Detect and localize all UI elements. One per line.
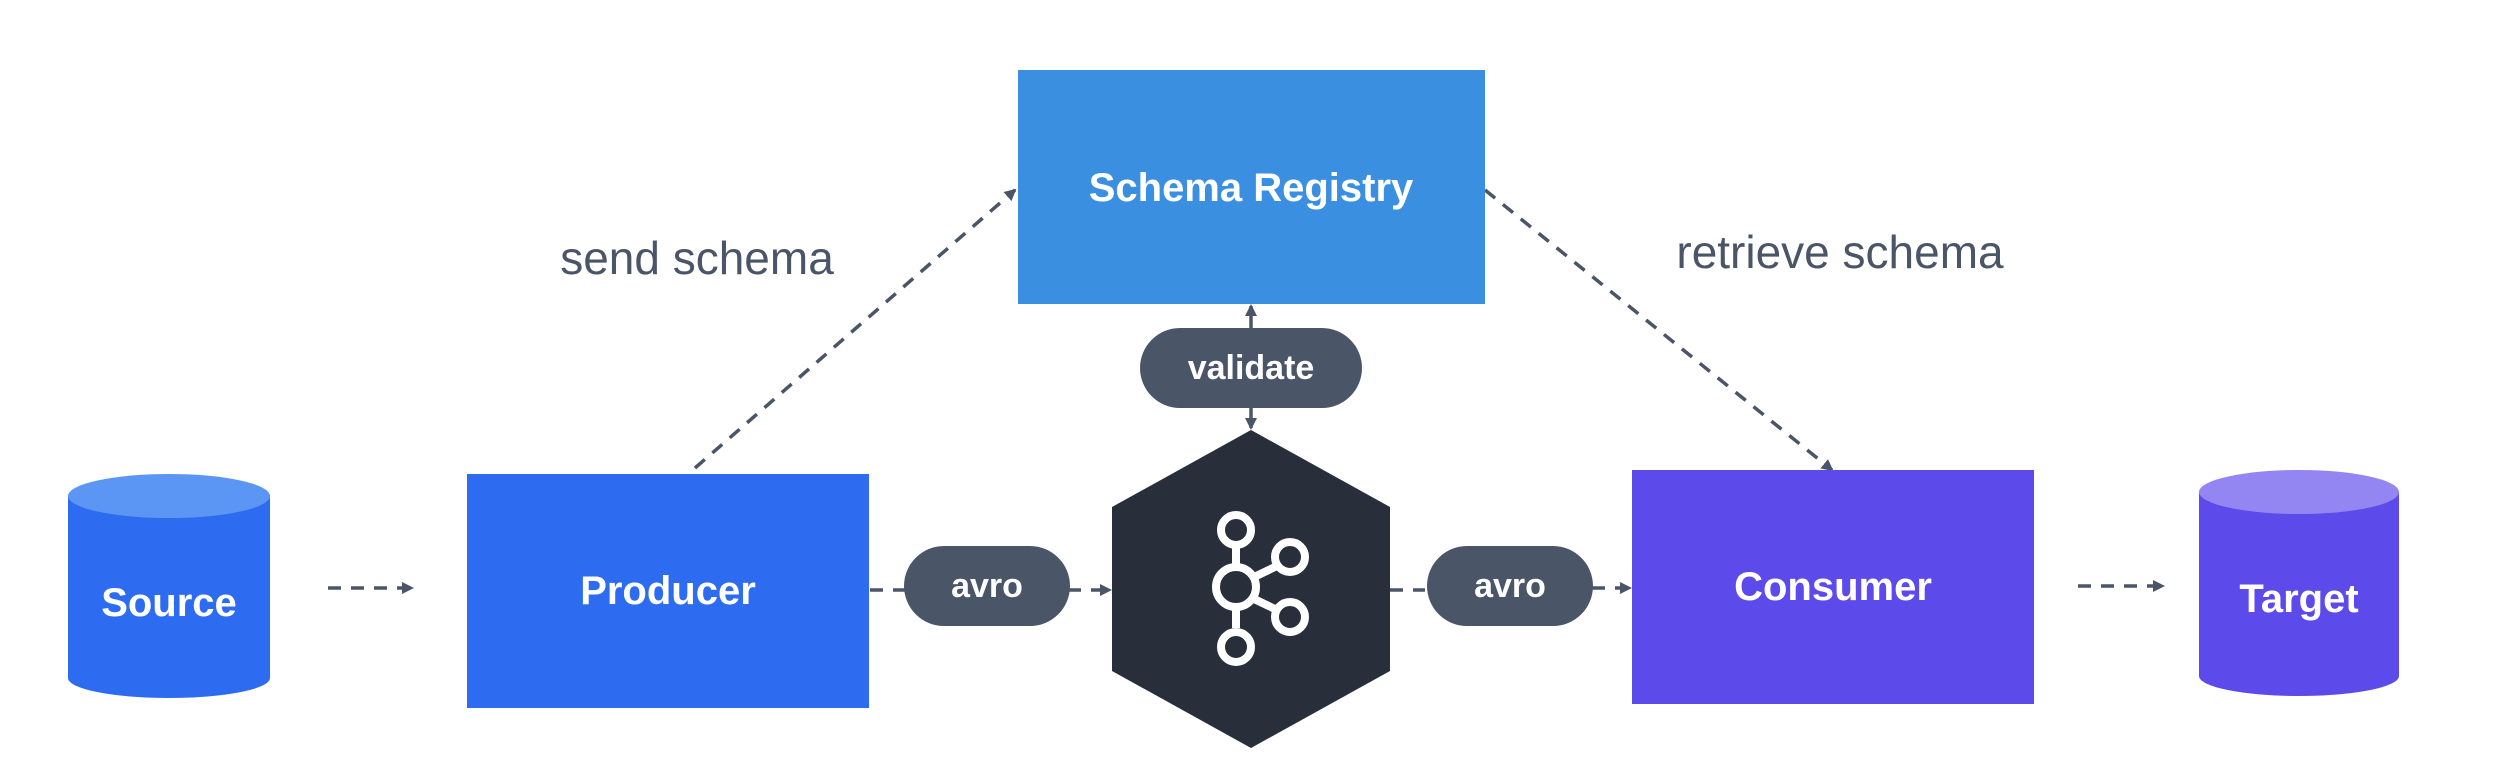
source-database: Source: [68, 474, 270, 698]
registry-to-consumer-arrow: [1483, 188, 1834, 472]
producer-box: [467, 474, 869, 708]
target-cylinder-body: [2199, 492, 2399, 696]
kafka-logo-icon: [1212, 511, 1309, 666]
avro-badge-left-label: avro: [951, 567, 1023, 605]
schema-registry-node: Schema Registry: [1018, 70, 1485, 304]
avro-badge-right-pill: [1427, 546, 1593, 626]
schema-registry-box: [1018, 70, 1485, 304]
avro-badge-right: avro: [1427, 546, 1593, 626]
validate-badge: validate: [1140, 328, 1362, 408]
validate-badge-label: validate: [1188, 349, 1315, 387]
target-label: Target: [2239, 577, 2358, 621]
kafka-node: [1112, 430, 1390, 748]
kafka-hexagon: [1112, 430, 1390, 748]
consumer-label: Consumer: [1734, 565, 1932, 609]
consumer-node: Consumer: [1632, 470, 2034, 704]
source-cylinder-top: [68, 474, 270, 518]
avro-badge-left-pill: [904, 546, 1070, 626]
validate-badge-pill: [1140, 328, 1362, 408]
consumer-box: [1632, 470, 2034, 704]
producer-label: Producer: [580, 569, 756, 613]
send-schema-label: send schema: [560, 232, 834, 284]
source-label: Source: [101, 581, 237, 625]
retrieve-schema-label: retrieve schema: [1676, 226, 2004, 278]
target-database: Target: [2199, 470, 2399, 696]
avro-badge-left: avro: [904, 546, 1070, 626]
target-cylinder-top: [2199, 470, 2399, 514]
avro-badge-right-label: avro: [1474, 567, 1546, 605]
schema-registry-label: Schema Registry: [1089, 166, 1414, 210]
producer-to-registry-arrow: [693, 188, 1017, 470]
producer-node: Producer: [467, 474, 869, 708]
source-cylinder-body: [68, 496, 270, 698]
